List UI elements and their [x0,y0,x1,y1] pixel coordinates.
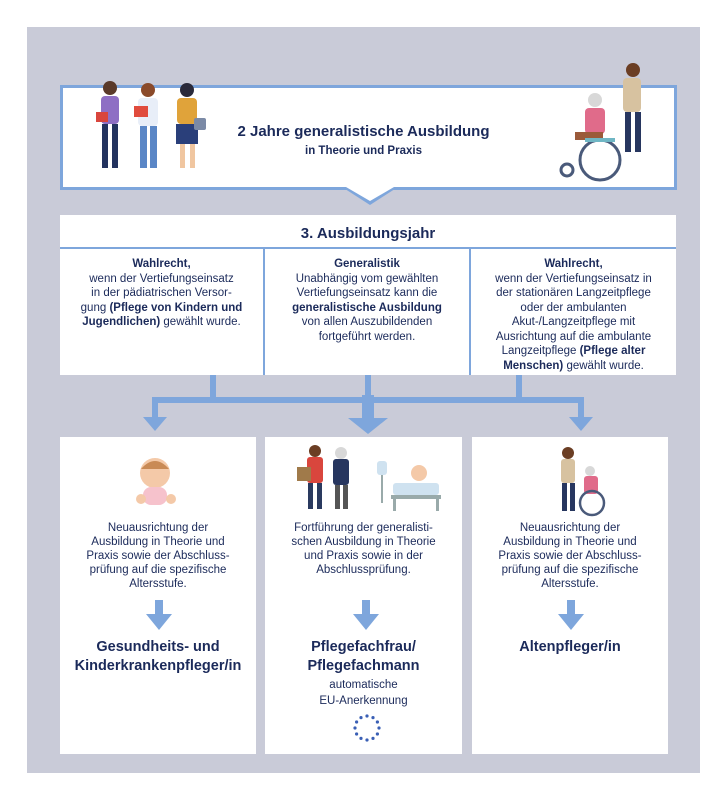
eu-stars-icon [353,714,381,742]
third-year-divider [60,247,676,249]
eu-star [375,732,379,736]
elderly-care-box: Neuausrichtung der Ausbildung in Theorie… [472,437,668,754]
column-divider-right [469,249,471,375]
eu-star [359,736,363,740]
eu-star [353,726,357,730]
eu-star [375,720,379,724]
eu-star [377,726,381,730]
pediatric-nurse-title: Gesundheits- und Kinderkrankenpfleger/in [74,639,242,674]
caregivers-illustration [297,445,441,511]
general-nurse-title: Pflegefachfrau/ Pflegefachmann [307,639,420,674]
eu-star [365,714,369,718]
eu-star [371,716,375,720]
down-arrow-icon [558,600,584,630]
eu-star [365,738,369,742]
down-arrow-icon [146,600,172,630]
wheelchair-caregiver-illustration [559,63,641,182]
choice-right-column: Wahlrecht, wenn der Vertiefungseinsatz i… [495,258,652,372]
general-description: Fortführung der generalisti- schen Ausbi… [291,522,436,576]
choice-left-heading: Wahlrecht, [132,258,191,270]
two-year-training-box [60,85,677,190]
third-year-title: 3. Ausbildungsjahr [300,225,436,242]
column-divider-left [263,249,265,375]
pediatric-description: Neuausrichtung der Ausbildung in Theorie… [86,522,230,590]
eu-recognition-note: automatische EU-Anerkennung [319,679,408,707]
two-year-subtitle: in Theorie und Praxis [305,145,422,157]
choice-right-heading: Wahlrecht, [544,258,603,270]
elderly-description: Neuausrichtung der Ausbildung in Theorie… [498,522,642,590]
two-year-title: 2 Jahre generalistische Ausbildung [237,123,490,140]
eu-star [359,716,363,720]
pointer-wedge-inner [346,187,394,201]
third-year-box: 3. Ausbildungsjahr Wahlrecht, wenn der V… [60,215,676,375]
students-illustration [96,81,206,168]
eu-star [371,736,375,740]
general-nursing-box: Fortführung der generalisti- schen Ausbi… [265,437,462,754]
geriatric-nurse-title: Altenpfleger/in [519,639,621,655]
eu-star [355,720,359,724]
generalistik-column: Generalistik Unabhängig vom gewählten Ve… [292,258,442,343]
generalistik-heading: Generalistik [334,258,400,270]
baby-icon [136,458,176,505]
eu-star [355,732,359,736]
pediatric-care-box: Neuausrichtung der Ausbildung in Theorie… [60,437,256,754]
choice-left-column: Wahlrecht, wenn der Vertiefungseinsatz i… [80,258,243,328]
elderly-wheelchair-icon [561,447,606,517]
down-arrow-icon [353,600,379,630]
